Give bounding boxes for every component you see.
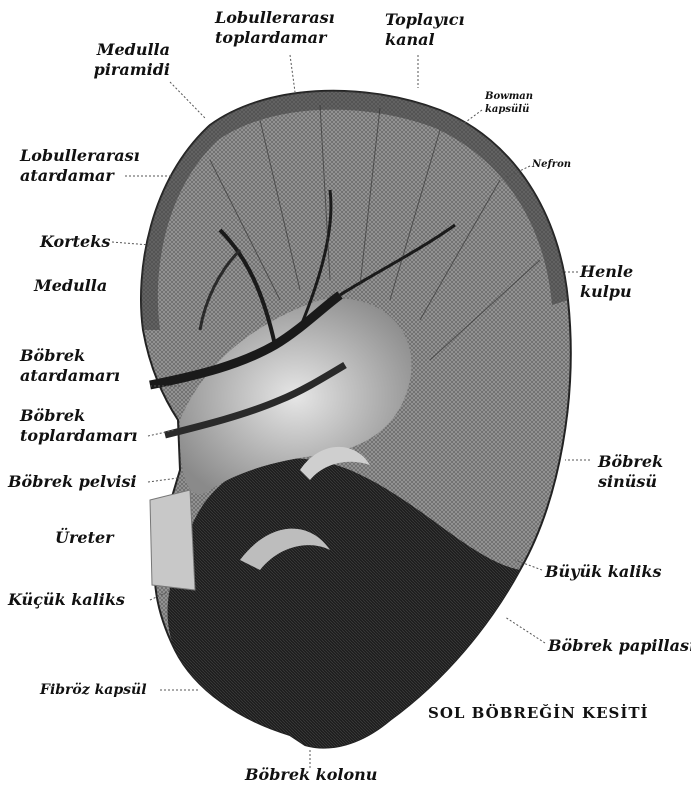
label-bowman-capsule: Bowman kapsülü xyxy=(485,90,533,116)
label-renal-sinus: Böbrek sinüsü xyxy=(598,452,663,492)
label-collecting-duct: Toplayıcı kanal xyxy=(385,10,465,50)
label-renal-artery: Böbrek atardamarı xyxy=(20,346,120,386)
label-loop-of-henle: Henle kulpu xyxy=(580,262,633,302)
label-interlobular-artery: Lobullerarası atardamar xyxy=(20,146,140,186)
label-medulla-pyramid: Medulla piramidi xyxy=(70,40,170,80)
label-medulla: Medulla xyxy=(34,276,107,296)
label-renal-vein: Böbrek toplardamarı xyxy=(20,406,137,446)
label-minor-calyx: Küçük kaliks xyxy=(8,590,125,610)
label-fibrous-capsule: Fibröz kapsül xyxy=(40,680,147,700)
figure-caption: SOL BÖBREĞİN KESİTİ xyxy=(428,704,649,722)
label-renal-pelvis: Böbrek pelvisi xyxy=(8,472,137,492)
ureter-shape xyxy=(150,490,195,590)
label-cortex: Korteks xyxy=(40,232,110,252)
label-ureter: Üreter xyxy=(55,528,114,548)
label-major-calyx: Büyük kaliks xyxy=(545,562,661,582)
label-nephron: Nefron xyxy=(532,158,571,171)
label-renal-papilla: Böbrek papillası xyxy=(548,636,691,656)
label-interlobular-vein: Lobullerarası toplardamar xyxy=(215,8,335,48)
label-renal-column: Böbrek kolonu xyxy=(245,765,377,785)
